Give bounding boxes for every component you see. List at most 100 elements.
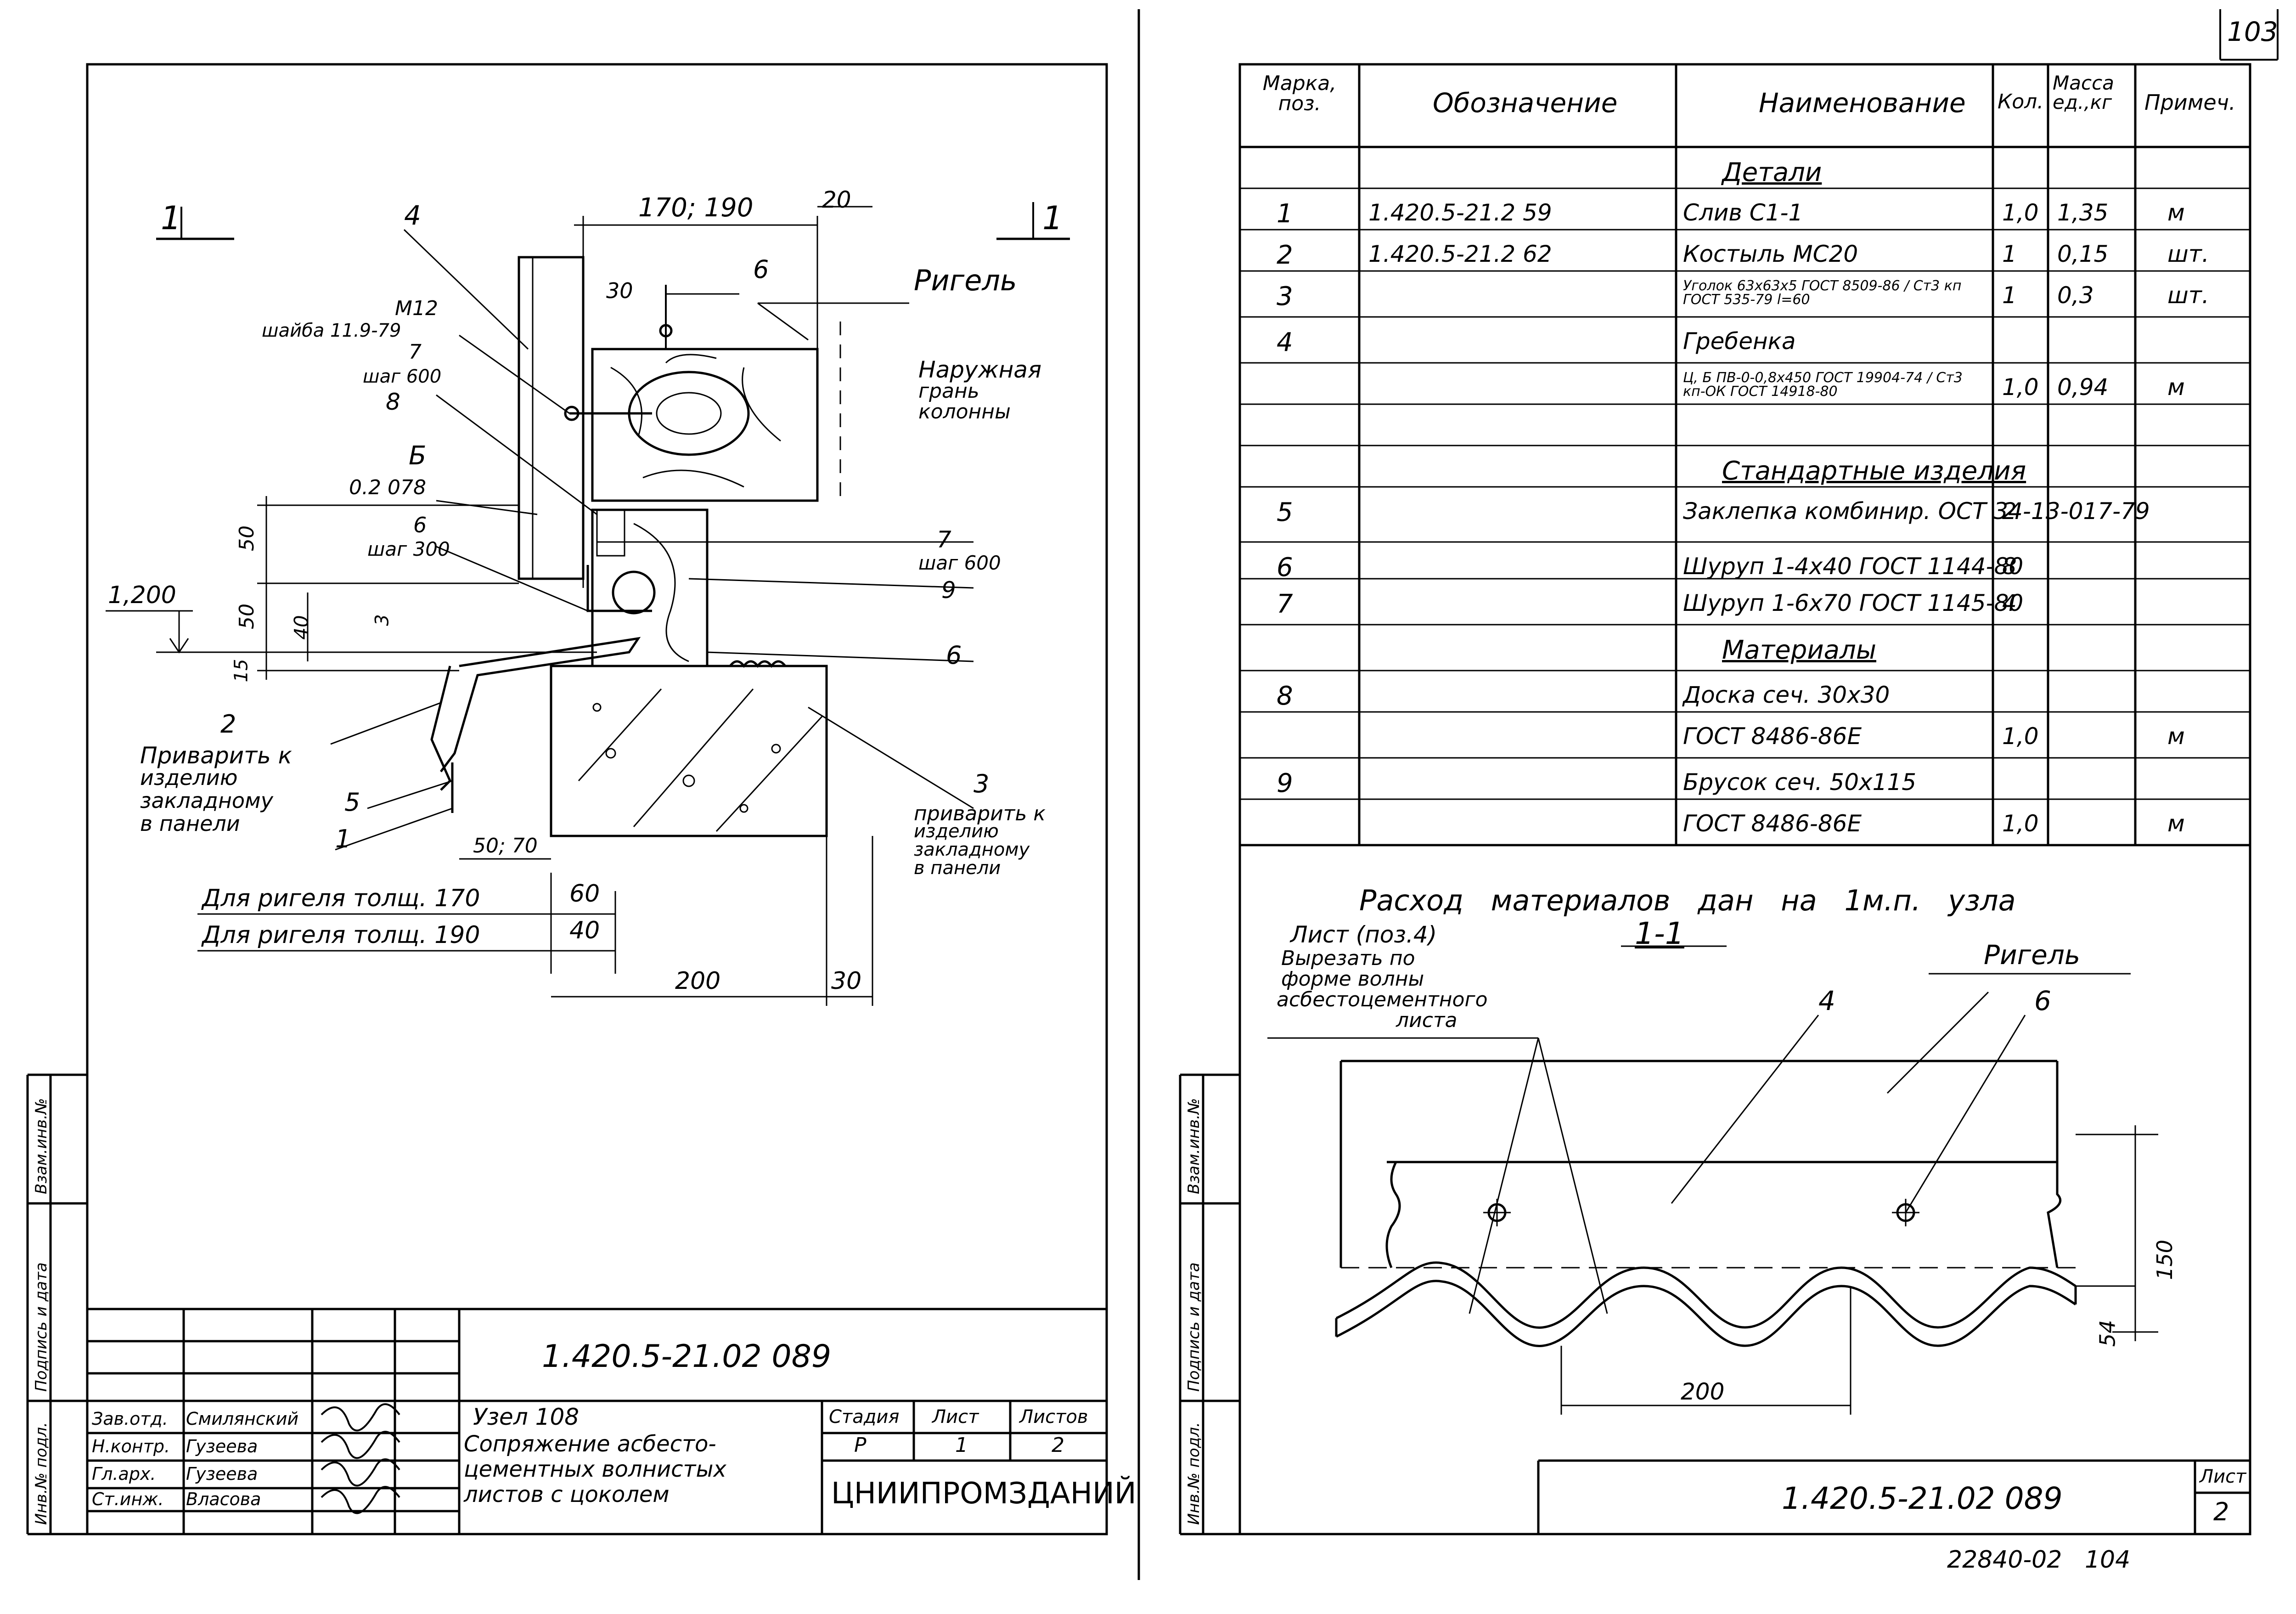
rigel-row-190-value: 40 (569, 917, 600, 944)
spec-cell-name: ГОСТ 8486-86Е (1683, 810, 1862, 837)
dim-3: 3 (371, 614, 393, 626)
spec-cell-name: Детали (1722, 158, 1822, 187)
spec-cell-qty: 1,0 (2002, 810, 2039, 837)
right-stamp-replace: Взам.инв.№ (1185, 1098, 1203, 1194)
sheet-note-4: асбестоцементного (1277, 988, 1488, 1011)
spec-cell-mass: 1,35 (2057, 199, 2109, 226)
step-600b: шаг 600 (918, 552, 1001, 574)
right-doc-code: 1.420.5-21.02 089 (1782, 1481, 2063, 1516)
spec-cell-qty: 1 (2002, 241, 2017, 267)
dim-top-width: 170; 190 (638, 193, 754, 223)
weld-2-l4: в панели (140, 811, 240, 836)
spec-cell-name: Гребенка (1683, 328, 1796, 355)
dim-gap-30: 30 (606, 278, 633, 303)
outer-face-2: грань (918, 379, 979, 403)
th-note: Примеч. (2144, 90, 2236, 115)
tb-org: ЦНИИПРОМЗДАНИЙ (831, 1477, 1137, 1511)
tb-name-4: Власова (186, 1489, 261, 1509)
rigel-row-170-value: 60 (569, 880, 600, 908)
callout-6b: 6 (413, 513, 427, 537)
spec-cell-name: Костыль МС20 (1683, 241, 1858, 267)
tb-sheet-header: Лист (932, 1406, 979, 1428)
sheet-note-1: Лист (поз.4) (1290, 921, 1437, 948)
spec-cell-qty: 1,0 (2002, 199, 2039, 226)
section-mark-left: 1 (161, 199, 181, 237)
label-b: Б (409, 441, 427, 471)
spec-cell-mark: 9 (1277, 768, 1293, 798)
rigel-row-170-label: Для ригеля толщ. 170 (202, 885, 480, 912)
callout-4: 4 (404, 200, 421, 231)
th-name: Наименование (1759, 87, 1966, 119)
right-sheet-no: 2 (2213, 1497, 2229, 1526)
step-600: шаг 600 (363, 366, 442, 387)
callout-7: 7 (409, 340, 422, 364)
spec-cell-mass: 0,94 (2057, 374, 2109, 401)
spec-cell-mark: 7 (1277, 589, 1293, 619)
weld-2-l1: Приварить к (140, 742, 292, 769)
th-qty: Кол. (1998, 90, 2044, 113)
tb-name-2: Гузеева (186, 1436, 258, 1456)
spec-cell-name: Слив С1-1 (1683, 199, 1803, 226)
spec-cell-code: 1.420.5-21.2 62 (1368, 241, 1552, 267)
spec-cell-note: м (2167, 723, 2185, 750)
spec-cell-name: Материалы (1722, 635, 1876, 665)
tb-sheets: 2 (1052, 1433, 1064, 1457)
spec-cell-name: Уголок 63x63x5 ГОСТ 8509-86 / Ст3 кп ГОС… (1683, 278, 1962, 308)
th-mass: Масса ед.,кг (2053, 72, 2114, 113)
dim-200-left: 200 (675, 967, 721, 995)
spec-cell-mark: 4 (1277, 327, 1293, 357)
callout-1: 1 (335, 824, 351, 853)
elevation: 1,200 (108, 581, 176, 609)
label-b-code: 0.2 078 (349, 476, 426, 499)
outer-face-3: колонны (918, 400, 1011, 423)
spec-cell-mark: 8 (1277, 681, 1293, 711)
weld-2-l2: изделию (140, 765, 238, 790)
spec-cell-mark: 2 (1277, 240, 1293, 270)
weld-3-l2: изделию (914, 821, 999, 842)
tb-title-3: цементных волнистых (464, 1456, 726, 1482)
tb-role-2: Н.контр. (92, 1436, 170, 1456)
dim-40: 40 (290, 615, 313, 640)
weld-3-l3: закладному (914, 839, 1030, 860)
consumption-note: Расход материалов дан на 1м.п. узла (1359, 884, 2016, 917)
right-sheet-label: Лист (2200, 1466, 2246, 1487)
tb-stage: Р (854, 1433, 867, 1457)
spec-cell-name: Шуруп 1-4x40 ГОСТ 1144-80 (1683, 553, 2024, 580)
callout-4-right: 4 (1818, 985, 1835, 1016)
rigel-label-right: Ригель (1984, 939, 2081, 971)
tb-role-1: Зав.отд. (92, 1409, 168, 1429)
spec-cell-name: Заклепка комбинир. ОСТ 34-13-017-79 (1683, 498, 2150, 525)
spec-cell-note: м (2167, 199, 2185, 226)
th-code: Обозначение (1433, 87, 1618, 119)
section-1-1: 1-1 (1635, 916, 1684, 951)
tb-name-1: Смилянский (186, 1409, 299, 1429)
spec-cell-note: м (2167, 810, 2185, 837)
spec-cell-mark: 1 (1277, 199, 1293, 229)
spec-cell-note: м (2167, 374, 2185, 401)
th-mark: Марка, поз. (1262, 72, 1337, 115)
callout-7b: 7 (937, 526, 951, 553)
spec-cell-mark: 5 (1277, 497, 1293, 527)
spec-cell-mass: 0,3 (2057, 282, 2094, 309)
callout-8: 8 (386, 389, 400, 415)
tb-name-3: Гузеева (186, 1464, 258, 1484)
spec-cell-note: шт. (2167, 282, 2209, 309)
left-stamp-replace: Взам.инв.№ (32, 1098, 51, 1194)
step-300: шаг 300 (367, 538, 450, 560)
spec-cell-mass: 0,15 (2057, 241, 2109, 267)
callout-6c: 6 (946, 641, 962, 670)
left-stamp-inv: Инв.№ подл. (32, 1422, 51, 1525)
dim-15: 15 (231, 659, 252, 683)
spec-cell-qty: 8 (2002, 553, 2017, 580)
sheet-note-2: Вырезать по (1281, 947, 1415, 970)
sheet-note-5: листа (1396, 1009, 1458, 1032)
tb-title-1: Узел 108 (473, 1404, 580, 1430)
spec-cell-name: Ц, Б ПВ-0-0,8x450 ГОСТ 19904-74 / Ст3 кп… (1683, 370, 1963, 400)
spec-cell-mark: 6 (1277, 553, 1293, 582)
spec-cell-name: Брусок сеч. 50x115 (1683, 769, 1917, 796)
sheet-note-3: форме волны (1281, 967, 1424, 991)
dim-50-b: 50 (235, 604, 259, 629)
dim-50-70: 50; 70 (473, 834, 538, 858)
dim-top-gap: 20 (822, 186, 851, 213)
spec-cell-name: Шуруп 1-6x70 ГОСТ 1145-80 (1683, 590, 2024, 616)
